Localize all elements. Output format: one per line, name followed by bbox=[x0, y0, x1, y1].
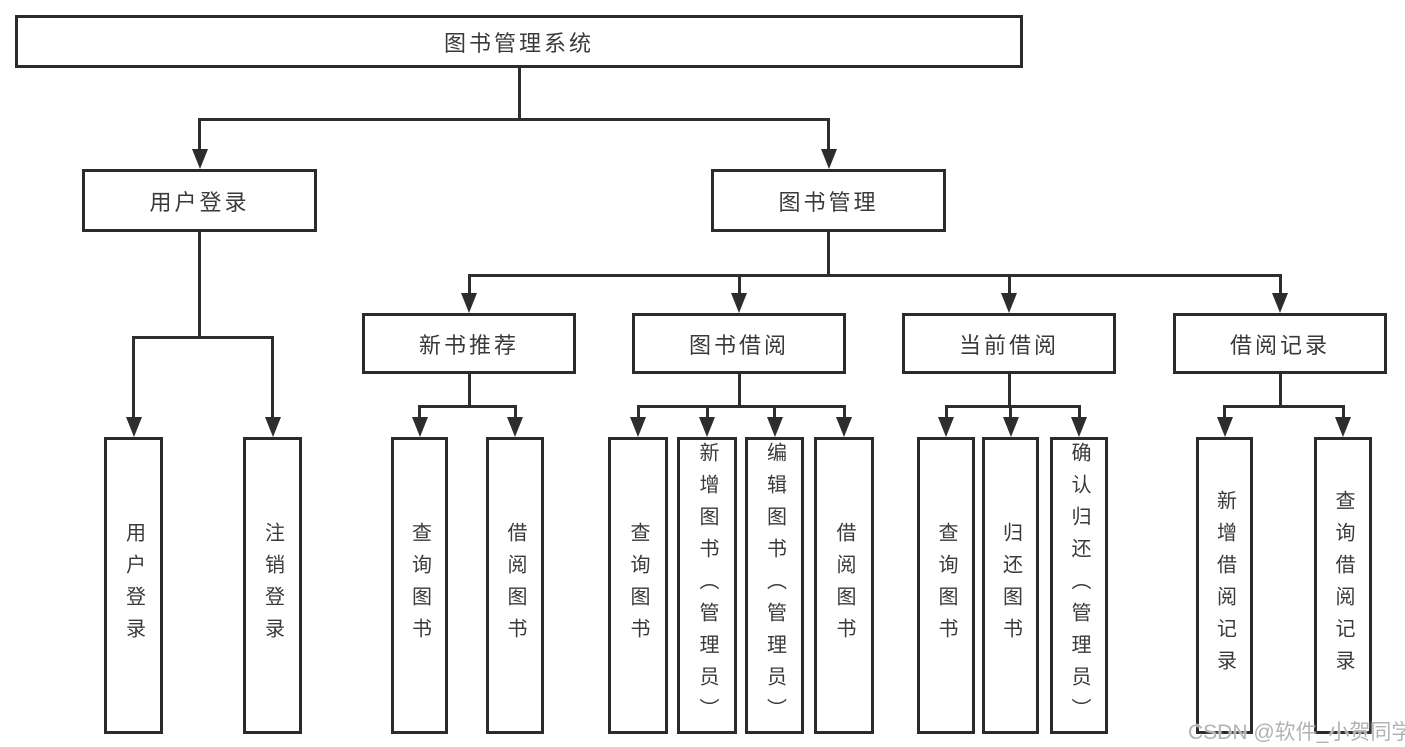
node-box-borrow-records: 借阅记录 bbox=[1173, 313, 1387, 374]
arrowhead-down-icon bbox=[766, 417, 783, 437]
node-label-leaf-borrow-book-2: 借阅图书 bbox=[833, 521, 855, 650]
node-label-leaf-query-book-2: 查询图书 bbox=[627, 521, 649, 650]
edge-rail bbox=[132, 336, 274, 339]
node-box-leaf-confirm-return: 确认归还（管理员） bbox=[1050, 437, 1108, 734]
node-box-leaf-query-borrow-record: 查询借阅记录 bbox=[1314, 437, 1372, 734]
node-box-leaf-edit-book: 编辑图书（管理员） bbox=[745, 437, 804, 734]
node-label-leaf-add-book: 新增图书（管理员） bbox=[696, 441, 718, 730]
edge-drop bbox=[1009, 405, 1012, 417]
edge-drop bbox=[842, 405, 846, 417]
arrowhead-down-icon bbox=[699, 417, 715, 437]
arrowhead-down-icon bbox=[507, 417, 523, 437]
node-box-leaf-logout: 注销登录 bbox=[243, 437, 302, 734]
edge-rail bbox=[1223, 405, 1345, 408]
node-label-leaf-edit-book: 编辑图书（管理员） bbox=[763, 441, 786, 730]
csdn-watermark: CSDN @软件_小贺同学 bbox=[1188, 721, 1405, 744]
arrowhead-down-icon bbox=[125, 417, 142, 437]
edge-drop bbox=[418, 405, 421, 417]
edge-drop bbox=[636, 405, 640, 417]
node-label-leaf-query-borrow-record: 查询借阅记录 bbox=[1332, 489, 1354, 682]
edge-drop bbox=[944, 405, 948, 417]
node-box-user-login: 用户登录 bbox=[82, 169, 317, 232]
node-box-new-book-rec: 新书推荐 bbox=[362, 313, 576, 374]
arrowhead-down-icon bbox=[1002, 417, 1019, 437]
arrowhead-down-icon bbox=[1071, 417, 1087, 437]
node-box-root: 图书管理系统 bbox=[15, 15, 1023, 68]
node-label-root: 图书管理系统 bbox=[443, 30, 594, 56]
edge-drop bbox=[132, 336, 135, 417]
edge-drop bbox=[1077, 405, 1081, 417]
arrowhead-down-icon bbox=[938, 417, 954, 437]
edge-drop bbox=[1223, 405, 1226, 417]
node-box-book-borrow: 图书借阅 bbox=[632, 313, 846, 374]
node-box-leaf-query-book-2: 查询图书 bbox=[608, 437, 668, 734]
edge-stem bbox=[517, 68, 521, 118]
edge-stem bbox=[467, 374, 471, 405]
edge-stem bbox=[737, 374, 741, 405]
edge-drop bbox=[513, 405, 517, 417]
arrowhead-down-icon bbox=[461, 293, 477, 313]
node-box-leaf-borrow-book-1: 借阅图书 bbox=[486, 437, 544, 734]
arrowhead-down-icon bbox=[411, 417, 428, 437]
edge-drop bbox=[1341, 405, 1345, 417]
node-box-book-mgmt: 图书管理 bbox=[711, 169, 946, 232]
arrowhead-down-icon bbox=[630, 417, 646, 437]
node-label-leaf-logout: 注销登录 bbox=[261, 521, 284, 650]
edge-drop bbox=[773, 405, 776, 417]
arrowhead-down-icon bbox=[191, 149, 208, 169]
edge-drop bbox=[467, 274, 471, 293]
arrowhead-down-icon bbox=[1335, 417, 1351, 437]
node-label-borrow-records: 借阅记录 bbox=[1229, 332, 1330, 358]
node-box-current-borrow: 当前借阅 bbox=[902, 313, 1116, 374]
node-label-book-mgmt: 图书管理 bbox=[778, 189, 879, 215]
edge-drop bbox=[271, 336, 274, 417]
node-label-leaf-query-book-1: 查询图书 bbox=[408, 521, 431, 650]
edge-drop bbox=[737, 274, 741, 293]
node-label-leaf-user-login: 用户登录 bbox=[122, 521, 145, 650]
arrowhead-down-icon bbox=[1001, 293, 1017, 313]
node-box-leaf-user-login: 用户登录 bbox=[104, 437, 163, 734]
arrowhead-down-icon bbox=[1216, 417, 1233, 437]
node-box-leaf-add-book: 新增图书（管理员） bbox=[677, 437, 737, 734]
edge-rail bbox=[198, 118, 830, 121]
node-label-leaf-query-book-3: 查询图书 bbox=[935, 521, 957, 650]
node-label-user-login: 用户登录 bbox=[149, 189, 250, 215]
edge-drop bbox=[827, 118, 830, 149]
node-box-leaf-add-borrow-record: 新增借阅记录 bbox=[1196, 437, 1253, 734]
node-label-leaf-add-borrow-record: 新增借阅记录 bbox=[1213, 489, 1236, 682]
node-label-leaf-borrow-book-1: 借阅图书 bbox=[504, 521, 526, 650]
edge-rail bbox=[944, 405, 1081, 408]
edge-drop bbox=[1278, 274, 1282, 293]
edge-rail bbox=[467, 274, 1282, 277]
node-label-current-borrow: 当前借阅 bbox=[958, 332, 1059, 358]
edge-stem bbox=[198, 232, 201, 336]
arrowhead-down-icon bbox=[1272, 293, 1288, 313]
edge-drop bbox=[198, 118, 201, 149]
edge-rail bbox=[636, 405, 846, 408]
edge-drop bbox=[705, 405, 709, 417]
node-box-leaf-query-book-3: 查询图书 bbox=[917, 437, 975, 734]
node-box-leaf-borrow-book-2: 借阅图书 bbox=[814, 437, 874, 734]
arrowhead-down-icon bbox=[836, 417, 852, 437]
node-label-book-borrow: 图书借阅 bbox=[688, 332, 789, 358]
node-label-leaf-return-book: 归还图书 bbox=[999, 521, 1022, 650]
node-box-leaf-return-book: 归还图书 bbox=[982, 437, 1039, 734]
edge-drop bbox=[1007, 274, 1011, 293]
arrowhead-down-icon bbox=[264, 417, 281, 437]
arrowhead-down-icon bbox=[820, 149, 837, 169]
edge-stem bbox=[1278, 374, 1282, 405]
edge-stem bbox=[1007, 374, 1011, 405]
edge-rail bbox=[418, 405, 517, 408]
node-label-new-book-rec: 新书推荐 bbox=[418, 332, 519, 358]
edge-stem bbox=[827, 232, 830, 274]
node-box-leaf-query-book-1: 查询图书 bbox=[391, 437, 448, 734]
arrowhead-down-icon bbox=[731, 293, 747, 313]
node-label-leaf-confirm-return: 确认归还（管理员） bbox=[1068, 441, 1090, 730]
